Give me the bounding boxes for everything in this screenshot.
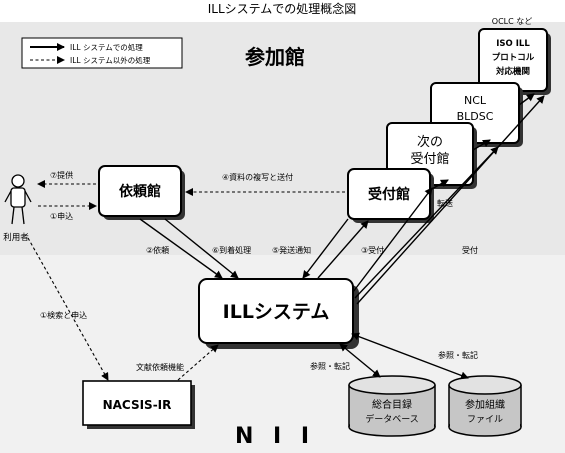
participant-file-line1: 参加組織 (465, 398, 505, 411)
literature-arrow (177, 344, 219, 381)
transfer-arrow-2 (472, 139, 491, 151)
search-apply-label: ①検索と申込 (40, 310, 87, 320)
ncl-line2: BLDSC (457, 110, 494, 123)
receive-label: ③受付 (361, 245, 384, 255)
receive2-arrow-1 (352, 187, 433, 293)
ill-system-label: ILLシステム (223, 301, 330, 323)
iso-ill-box: OCLC など ISO ILL プロトコル 対応機関 (478, 17, 551, 95)
iso-line3: 対応機関 (495, 66, 530, 77)
arrival-arrow (164, 218, 239, 279)
legend-dashed-label: ILL システム以外の処理 (70, 55, 151, 65)
iso-line1: ISO ILL (496, 39, 530, 49)
user-label: 利用者 (3, 232, 29, 243)
supplying-library-label: 受付館 (368, 186, 410, 203)
participant-file-db: 参加組織 ファイル (448, 375, 522, 437)
ref-post-label: 参照・転記 (310, 361, 350, 371)
shipping-label: ⑤発送通知 (272, 245, 311, 255)
request-label: ②依頼 (146, 245, 169, 255)
next-supplier-line2: 受付館 (410, 152, 449, 167)
nacsis-ir-label: NACSIS-IR (103, 398, 172, 412)
copy-send-label: ④資料の複写と送付 (222, 172, 293, 182)
participant-file-line2: ファイル (467, 415, 503, 425)
participant-region-label: 参加館 (245, 45, 305, 69)
diagram-title: ILLシステムでの処理概念図 (208, 1, 357, 16)
requesting-library-box: 依頼館 (98, 165, 185, 220)
requesting-library-label: 依頼館 (119, 183, 161, 200)
receive2-arrow-3 (356, 95, 545, 305)
user-icon (4, 174, 32, 225)
union-catalog-line1: 総合目録 (372, 398, 412, 411)
nacsis-ir-box: NACSIS-IR (82, 380, 195, 429)
ill-system-box: ILLシステム (198, 278, 359, 349)
request-arrow (139, 218, 223, 279)
supplying-library-box: 受付館 (347, 168, 434, 223)
provide-label: ⑦提供 (50, 170, 73, 180)
nii-region-label: N I I (235, 424, 315, 449)
ref-post2-label: 参照・転記 (438, 350, 478, 360)
iso-line2: プロトコル (492, 52, 535, 63)
literature-label: 文献依頼機能 (136, 362, 184, 372)
transfer-arrow-3 (518, 93, 535, 106)
arrival-label: ⑥到着処理 (212, 245, 251, 255)
shipping-arrow (302, 218, 349, 279)
apply-label: ①申込 (50, 211, 73, 221)
ref-post2-arrow (351, 332, 469, 380)
oclc-note: OCLC など (492, 17, 532, 26)
receive2-arrow-2 (354, 146, 499, 299)
legend-solid-label: ILL システムでの処理 (70, 42, 143, 52)
transfer-arrow-1 (429, 179, 449, 191)
next-supplier-line1: 次の (417, 134, 443, 150)
receive2-label: 受付 (462, 245, 478, 255)
legend: ILL システムでの処理 ILL システム以外の処理 (21, 37, 183, 69)
receive-arrow (317, 220, 369, 279)
union-catalog-db: 総合目録 データベース (348, 375, 436, 437)
ncl-line1: NCL (464, 94, 487, 107)
union-catalog-line2: データベース (365, 413, 419, 425)
